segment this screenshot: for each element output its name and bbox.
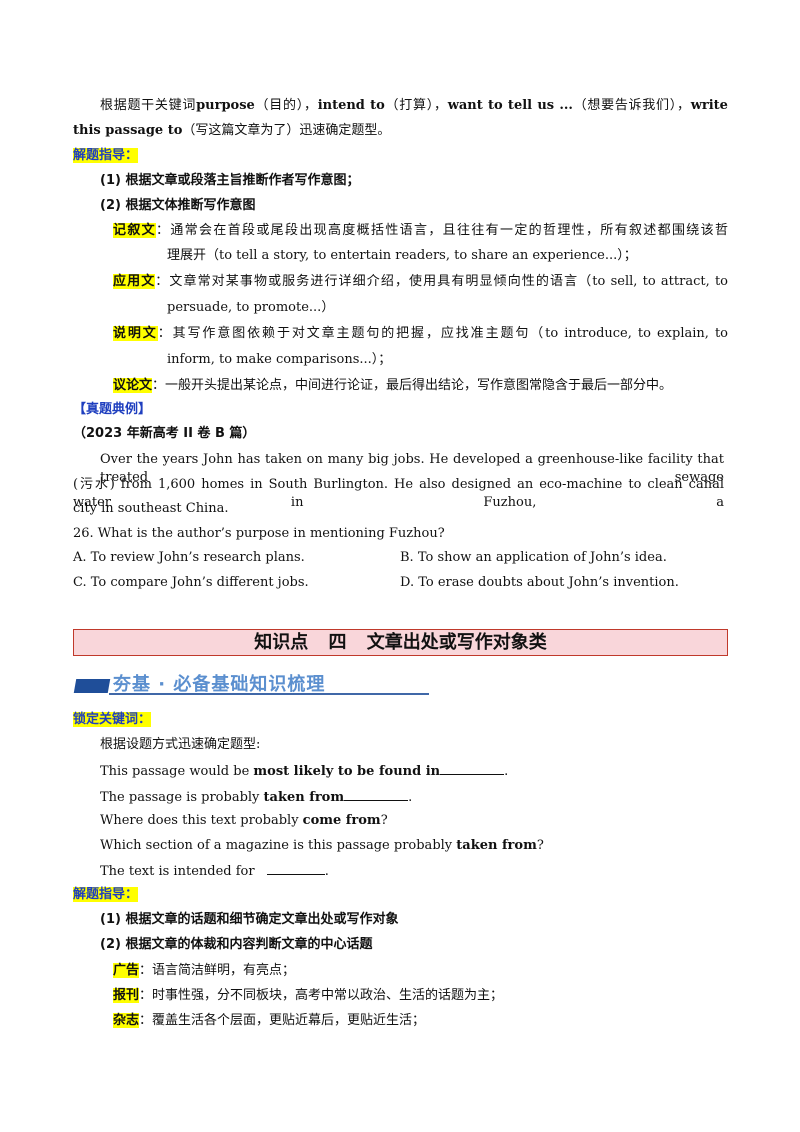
keyword-question-2: The passage is probably taken from. <box>100 788 412 807</box>
option-c: C. To compare John’s different jobs. <box>73 575 309 590</box>
expository-label: 说明文 <box>113 326 158 341</box>
guide2-label: 解题指导： <box>73 886 139 904</box>
question-keyword: come from <box>302 813 381 828</box>
banner-underline <box>109 693 429 695</box>
ad-text: ：语言简洁鲜明，有亮点； <box>139 963 296 978</box>
question-keyword: most likely to be found in <box>253 764 441 779</box>
argumentative-label: 议论文 <box>113 378 153 393</box>
keywords-label-text: 锁定关键词： <box>73 712 152 727</box>
example-bracket: 【真题典例】 <box>73 402 152 417</box>
guide2-point-1: (1) 根据文章的话题和细节确定文章出处或写作对象 <box>100 912 399 927</box>
narrative-line-1: 记叙文：通常会在首段或尾段出现高度概括性语言，且往往有一定的哲理性，所有叙述都围… <box>113 222 728 240</box>
keyword-write: write <box>690 98 728 113</box>
magazine-line: 杂志：覆盖生活各个层面，更贴近幕后，更贴近生活； <box>113 1012 425 1030</box>
answer-blank <box>440 762 505 775</box>
answer-blank <box>266 862 325 875</box>
ad-label: 广告 <box>113 963 140 978</box>
expository-line-1: 说明文：其写作意图依赖于对文章主题句的把握，应找准主题句（to introduc… <box>113 325 728 343</box>
question-text: . <box>324 864 329 879</box>
expository-text: ：其写作意图依赖于对文章主题句的把握，应找准主题句（to introduce, … <box>157 326 728 341</box>
intro-text: （想要告诉我们）， <box>572 98 691 113</box>
intro-text: （写这篇文章为了）迅速确定题型。 <box>182 123 391 138</box>
intro-text: 根据题干关键词 <box>100 98 197 113</box>
section-title: 知识点 四 文章出处或写作对象类 <box>254 632 547 653</box>
example-paragraph-2: (污水) from 1,600 homes in South Burlingto… <box>73 477 724 510</box>
keyword-question-3: Where does this text probably come from? <box>100 812 388 830</box>
intro-text: （打算）， <box>384 98 448 113</box>
question-text: The text is intended for <box>100 864 259 879</box>
banner-block-decoration <box>73 679 111 693</box>
keyword-question-5: The text is intended for . <box>100 862 329 881</box>
guide2-point-2: (2) 根据文章的体裁和内容判断文章的中心话题 <box>100 937 373 952</box>
option-d: D. To erase doubts about John’s inventio… <box>400 575 679 590</box>
practical-line-1: 应用文：文章常对某事物或服务进行详细介绍，使用具有明显倾向性的语言（to sel… <box>113 273 728 291</box>
keywords-label: 锁定关键词： <box>73 711 152 729</box>
practical-label: 应用文 <box>113 274 156 289</box>
argumentative-text: ：一般开头提出某论点，中间进行论证，最后得出结论，写作意图常隐含于最后一部分中。 <box>152 378 673 393</box>
answer-blank <box>344 788 409 801</box>
keyword-purpose: purpose <box>196 98 255 113</box>
expository-line-2: inform, to make comparisons...）； <box>167 352 392 367</box>
keyword-intend-to: intend to <box>317 98 385 113</box>
question-keyword: taken from <box>263 790 345 805</box>
intro-line-1: 根据题干关键词purpose（目的），intend to（打算），want to… <box>100 97 728 115</box>
guide-point-1: (1) 根据文章或段落主旨推断作者写作意图； <box>100 173 360 188</box>
practical-text: ：文章常对某事物或服务进行详细介绍，使用具有明显倾向性的语言（to sell, … <box>155 274 728 289</box>
intro-line-2: this passage to（写这篇文章为了）迅速确定题型。 <box>73 122 390 140</box>
example-question: 26. What is the author’s purpose in ment… <box>73 526 445 541</box>
question-text: Where does this text probably <box>100 813 303 828</box>
option-a: A. To review John’s research plans. <box>73 550 305 565</box>
narrative-text: ：通常会在首段或尾段出现高度概括性语言，且往往有一定的哲理性，所有叙述都围绕该哲 <box>156 223 728 238</box>
keyword-question-4: Which section of a magazine is this pass… <box>100 837 544 855</box>
question-text: ? <box>536 838 544 853</box>
keyword-question-1: This passage would be most likely to be … <box>100 762 508 781</box>
guide-point-2: (2) 根据文体推断写作意图 <box>100 198 256 213</box>
narrative-label: 记叙文 <box>113 223 156 238</box>
ad-line: 广告：语言简洁鲜明，有亮点； <box>113 962 295 980</box>
practical-line-2: persuade, to promote...） <box>167 300 335 315</box>
guide-label-text: 解题指导： <box>73 148 139 163</box>
intro-text: （目的）， <box>254 98 318 113</box>
example-source: （2023 年新高考 II 卷 B 篇） <box>73 426 256 441</box>
argumentative-line-1: 议论文：一般开头提出某论点，中间进行论证，最后得出结论，写作意图常隐含于最后一部… <box>113 377 672 395</box>
keyword-want-to-tell: want to tell us ... <box>447 98 573 113</box>
keyword-this-passage-to: this passage to <box>73 123 183 138</box>
example-paragraph-3: city in southeast China. <box>73 501 229 516</box>
option-b: B. To show an application of John’s idea… <box>400 550 667 565</box>
newspaper-line: 报刊：时事性强，分不同板块，高考中常以政治、生活的话题为主； <box>113 987 503 1005</box>
question-keyword: taken from <box>456 838 537 853</box>
example-paragraph-1: Over the years John has taken on many bi… <box>100 452 724 485</box>
section-header: 知识点 四 文章出处或写作对象类 <box>73 629 728 656</box>
section-banner: 夯基 · 必备基础知识梳理 <box>73 668 433 698</box>
banner-title: 夯基 · 必备基础知识梳理 <box>113 674 326 695</box>
question-text: Which section of a magazine is this pass… <box>100 838 457 853</box>
newspaper-label: 报刊 <box>113 988 140 1003</box>
guide2-label-text: 解题指导： <box>73 887 139 902</box>
magazine-label: 杂志 <box>113 1013 140 1028</box>
guide-label: 解题指导： <box>73 147 139 165</box>
magazine-text: ：覆盖生活各个层面，更贴近幕后，更贴近生活； <box>139 1013 426 1028</box>
newspaper-text: ：时事性强，分不同板块，高考中常以政治、生活的话题为主； <box>139 988 504 1003</box>
question-text: . <box>504 764 509 779</box>
question-text: ? <box>380 813 388 828</box>
question-text: The passage is probably <box>100 790 264 805</box>
question-text: This passage would be <box>100 764 254 779</box>
keywords-intro: 根据设题方式迅速确定题型: <box>100 737 261 752</box>
narrative-line-2: 理展开（to tell a story, to entertain reader… <box>167 248 637 263</box>
question-text: . <box>408 790 413 805</box>
